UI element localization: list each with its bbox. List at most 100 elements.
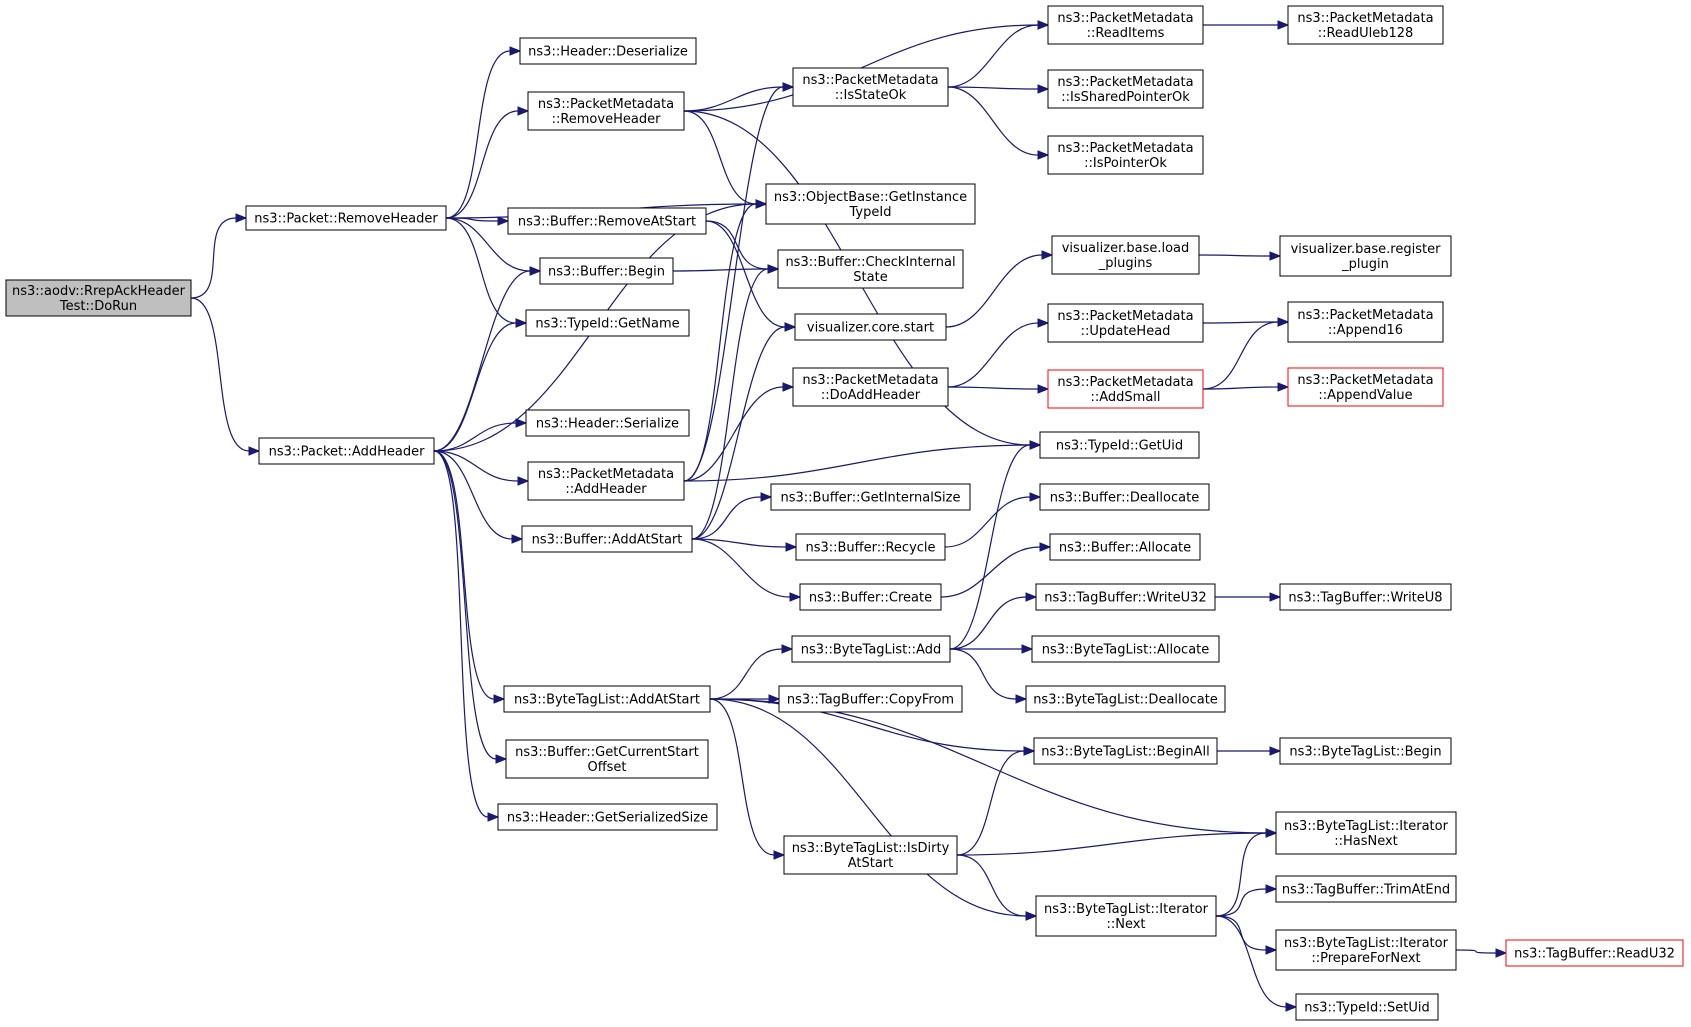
node-btl-beginall[interactable]: ns3::ByteTagList::BeginAll	[1033, 737, 1218, 765]
node-box	[525, 309, 690, 337]
node-buf-dealloc[interactable]: ns3::Buffer::Deallocate	[1039, 483, 1210, 511]
node-pkt-remove[interactable]: ns3::Packet::RemoveHeader	[245, 205, 447, 231]
node-pm-doaddheader[interactable]: ns3::PacketMetadata::DoAddHeader	[792, 367, 949, 407]
node-pkt-add[interactable]: ns3::Packet::AddHeader	[258, 437, 435, 465]
edge-line	[433, 450, 519, 482]
node-label: State	[853, 270, 887, 285]
edge-line	[947, 322, 1039, 388]
node-pm-addheader[interactable]: ns3::PacketMetadata::AddHeader	[527, 461, 685, 501]
node-buf-recycle[interactable]: ns3::Buffer::Recycle	[795, 533, 946, 561]
node-box	[799, 583, 942, 611]
node-btl-begin[interactable]: ns3::ByteTagList::Begin	[1279, 737, 1452, 765]
edge-line	[445, 110, 519, 219]
node-btl-alloc[interactable]: ns3::ByteTagList::Allocate	[1031, 635, 1220, 663]
edge-arrowhead	[1029, 440, 1042, 450]
node-btli-hasnext[interactable]: ns3::ByteTagList::Iterator::HasNext	[1275, 811, 1457, 855]
node-box	[1047, 303, 1204, 343]
node-hdr-ser[interactable]: ns3::Header::Serialize	[525, 409, 690, 437]
node-label: ns3::Buffer::CheckInternal	[785, 255, 955, 270]
node-pm-updatehead[interactable]: ns3::PacketMetadata::UpdateHead	[1047, 303, 1204, 343]
node-buf-getinternalsize[interactable]: ns3::Buffer::GetInternalSize	[770, 483, 971, 511]
node-btli-next[interactable]: ns3::ByteTagList::Iterator::Next	[1035, 895, 1217, 937]
node-buf-removeatstart[interactable]: ns3::Buffer::RemoveAtStart	[507, 207, 707, 235]
node-label: ::IsPointerOk	[1084, 156, 1167, 171]
node-tb-copyfrom[interactable]: ns3::TagBuffer::CopyFrom	[778, 685, 963, 713]
edge-pkt-add-to-btl-addatstart	[433, 450, 506, 704]
node-tb-writeu8[interactable]: ns3::TagBuffer::WriteU8	[1279, 583, 1452, 611]
edge-pkt-remove-to-hdr-deser	[445, 46, 522, 219]
node-pm-append16[interactable]: ns3::PacketMetadata::Append16	[1287, 301, 1444, 343]
node-label: ns3::Buffer::GetInternalSize	[781, 491, 961, 506]
nodes-layer: ns3::aodv::RrepAckHeaderTest::DoRunns3::…	[5, 5, 1684, 1021]
node-buf-create[interactable]: ns3::Buffer::Create	[799, 583, 942, 611]
edge-line	[1198, 254, 1271, 257]
node-typeid-getname[interactable]: ns3::TypeId::GetName	[525, 309, 690, 337]
node-label: ns3::Buffer::RemoveAtStart	[518, 215, 696, 230]
node-vis-core-start[interactable]: visualizer.core.start	[794, 313, 947, 341]
node-hdr-deser[interactable]: ns3::Header::Deserialize	[519, 37, 697, 65]
node-btl-add[interactable]: ns3::ByteTagList::Add	[791, 635, 951, 663]
node-pm-addsmall[interactable]: ns3::PacketMetadata::AddSmall	[1047, 369, 1204, 409]
node-box	[1279, 235, 1452, 277]
edge-buf-addatstart-to-vis-core-start	[691, 322, 797, 540]
node-vis-base-load[interactable]: visualizer.base.load_plugins	[1051, 235, 1200, 275]
node-buf-addatstart[interactable]: ns3::Buffer::AddAtStart	[521, 525, 693, 553]
node-pm-readuleb[interactable]: ns3::PacketMetadata::ReadUleb128	[1287, 5, 1444, 45]
edge-btli-next-to-btli-hasnext	[1215, 828, 1278, 917]
node-typeid-getuid[interactable]: ns3::TypeId::GetUid	[1039, 431, 1200, 459]
node-label: ::ReadItems	[1087, 26, 1165, 41]
node-typeid-setuid[interactable]: ns3::TypeId::SetUid	[1295, 993, 1439, 1021]
edge-arrowhead	[517, 106, 530, 116]
node-pm-appendvalue[interactable]: ns3::PacketMetadata::AppendValue	[1287, 367, 1444, 407]
node-box	[783, 835, 958, 875]
node-pm-readitems[interactable]: ns3::PacketMetadata::ReadItems	[1047, 5, 1204, 45]
node-label: ns3::ByteTagList::Add	[801, 643, 941, 658]
edge-line	[691, 326, 786, 540]
edge-arrowhead	[1037, 150, 1050, 160]
edge-line	[947, 86, 1039, 156]
node-label: ::ReadUleb128	[1318, 26, 1414, 41]
node-label: ::Next	[1106, 917, 1145, 932]
node-btli-prepare[interactable]: ns3::ByteTagList::Iterator::PrepareForNe…	[1275, 929, 1457, 971]
edge-line	[433, 322, 517, 452]
edge-arrowhead	[768, 694, 781, 704]
edge-line	[705, 220, 786, 328]
edge-btl-add-to-btl-alloc	[950, 644, 1034, 654]
node-box	[1039, 431, 1200, 459]
node-tb-trimatend[interactable]: ns3::TagBuffer::TrimAtEnd	[1275, 875, 1457, 903]
edge-pkt-add-to-hdr-getsersize	[433, 450, 500, 822]
node-tb-writeu32[interactable]: ns3::TagBuffer::WriteU32	[1035, 583, 1216, 611]
node-box	[1287, 367, 1444, 407]
node-label: Offset	[587, 760, 626, 775]
node-label: ns3::Buffer::Allocate	[1059, 541, 1191, 556]
edge-line	[672, 268, 769, 272]
node-box	[1279, 583, 1452, 611]
edge-btl-add-to-btl-dealloc	[949, 648, 1028, 704]
node-hdr-getsersize[interactable]: ns3::Header::GetSerializedSize	[497, 803, 718, 831]
node-pm-remove[interactable]: ns3::PacketMetadata::RemoveHeader	[527, 91, 685, 131]
node-buf-begin[interactable]: ns3::Buffer::Begin	[539, 257, 674, 285]
node-label: ns3::ByteTagList::Iterator	[1284, 819, 1449, 834]
node-btl-addatstart[interactable]: ns3::ByteTagList::AddAtStart	[503, 685, 711, 713]
node-buf-alloc[interactable]: ns3::Buffer::Allocate	[1049, 533, 1201, 561]
node-box	[539, 257, 674, 285]
node-box	[1287, 5, 1444, 45]
node-pm-issharedptr[interactable]: ns3::PacketMetadata::IsSharedPointerOk	[1047, 69, 1204, 109]
node-pm-isptr[interactable]: ns3::PacketMetadata::IsPointerOk	[1047, 135, 1204, 175]
edge-tb-writeu32-to-tb-writeu8	[1214, 592, 1282, 602]
edge-line	[1202, 321, 1279, 390]
node-btl-dealloc[interactable]: ns3::ByteTagList::Deallocate	[1025, 685, 1226, 713]
edge-line	[433, 450, 495, 700]
node-vis-base-register[interactable]: visualizer.base.register_plugin	[1279, 235, 1452, 277]
node-box	[1287, 301, 1444, 343]
node-box	[792, 67, 949, 107]
node-tb-readu32[interactable]: ns3::TagBuffer::ReadU32	[1505, 939, 1684, 967]
node-label: ns3::PacketMetadata	[538, 467, 674, 482]
edge-line	[945, 254, 1043, 328]
node-pm-isstateok[interactable]: ns3::PacketMetadata::IsStateOk	[792, 67, 949, 107]
